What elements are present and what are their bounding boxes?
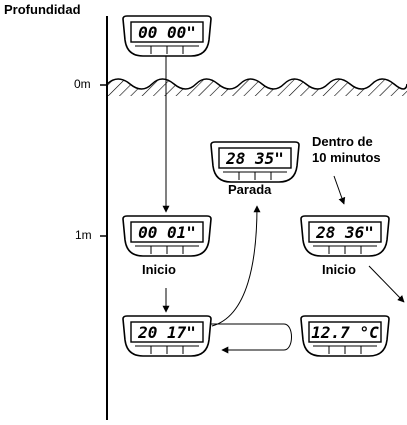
lcd-screen (308, 221, 382, 243)
lcd-screen (130, 221, 204, 243)
lcd-digits: 28 36" (315, 223, 374, 242)
label-parada: Parada (228, 182, 272, 197)
lcd-digits: 12.7 °C (311, 323, 379, 342)
arrow-to-stop (211, 205, 261, 327)
label-inicio-2: Inicio (322, 262, 356, 277)
lcd-screen (130, 321, 204, 343)
lcd-digits: 28 35" (225, 149, 284, 168)
lcd-digits: 20 17" (137, 323, 196, 342)
tick-label-0m: 0m (74, 77, 91, 91)
arrow-resume-out (368, 265, 405, 303)
lcd-screen (130, 21, 204, 43)
tick-label-1m: 1m (75, 228, 92, 242)
axis-title: Profundidad (4, 2, 81, 17)
lcd-screen (218, 147, 292, 169)
lcd-digits: 00 01" (138, 223, 196, 242)
lcd-digits: 00 00" (138, 23, 196, 42)
display-resume: 28 36" (300, 215, 390, 257)
display-stop: 28 35" (210, 141, 300, 183)
arrow-note (333, 175, 346, 205)
display-1m: 00 01" (122, 215, 212, 257)
label-inicio-1: Inicio (142, 262, 176, 277)
display-start: 00 00" (122, 15, 212, 57)
display-lower: 20 17" (122, 315, 212, 357)
display-temp: 12.7 °C (300, 315, 390, 357)
water-surface (106, 78, 407, 96)
arrow-loop (210, 323, 292, 354)
label-dentro: Dentro de 10 minutos (312, 134, 381, 165)
lcd-screen (308, 321, 382, 343)
